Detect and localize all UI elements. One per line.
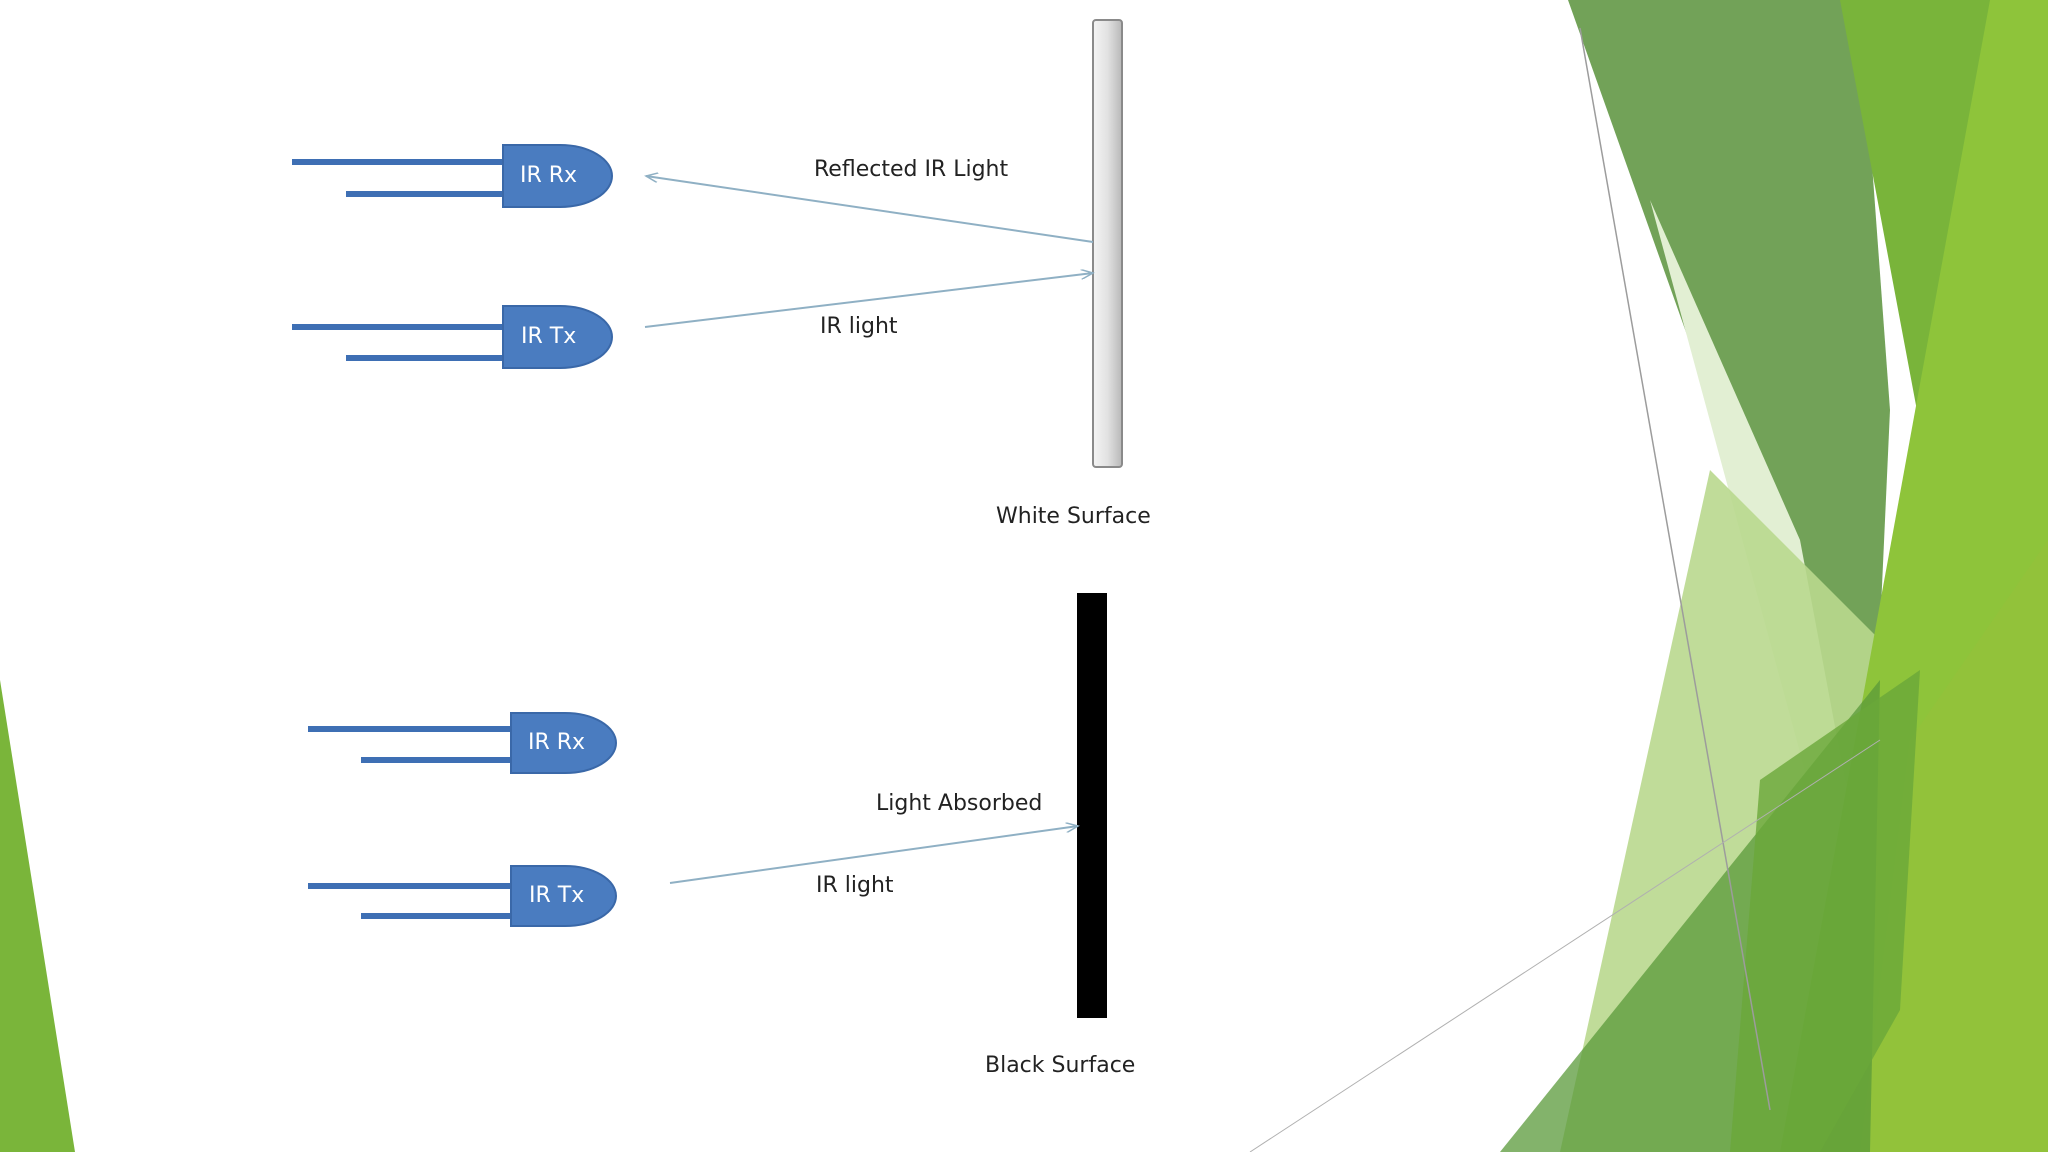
bottom-receiver-led xyxy=(308,712,617,774)
top-transmitter-label: IR Tx xyxy=(521,324,577,349)
reflected-ir-light-label: Reflected IR Light xyxy=(814,157,1009,182)
white-surface-label: White Surface xyxy=(996,504,1151,529)
top-transmitter-led xyxy=(292,305,613,369)
decorative-left-accent xyxy=(0,680,75,1152)
bottom-transmitter-led xyxy=(308,865,617,927)
top-ir-light-label: IR light xyxy=(820,314,898,339)
top-reflected-ray xyxy=(646,176,1094,243)
black-surface-label: Black Surface xyxy=(985,1053,1136,1078)
decorative-green-facets xyxy=(1249,0,2048,1152)
black-surface xyxy=(1077,593,1107,1018)
bottom-ir-light-label: IR light xyxy=(816,873,894,898)
top-receiver-led xyxy=(292,144,613,208)
top-receiver-label: IR Rx xyxy=(520,163,578,188)
white-surface xyxy=(1092,19,1123,468)
bottom-receiver-label: IR Rx xyxy=(528,730,586,755)
light-absorbed-label: Light Absorbed xyxy=(876,791,1043,816)
bottom-emitted-ray xyxy=(669,826,1078,884)
bottom-transmitter-label: IR Tx xyxy=(529,883,585,908)
top-emitted-ray xyxy=(644,273,1093,328)
